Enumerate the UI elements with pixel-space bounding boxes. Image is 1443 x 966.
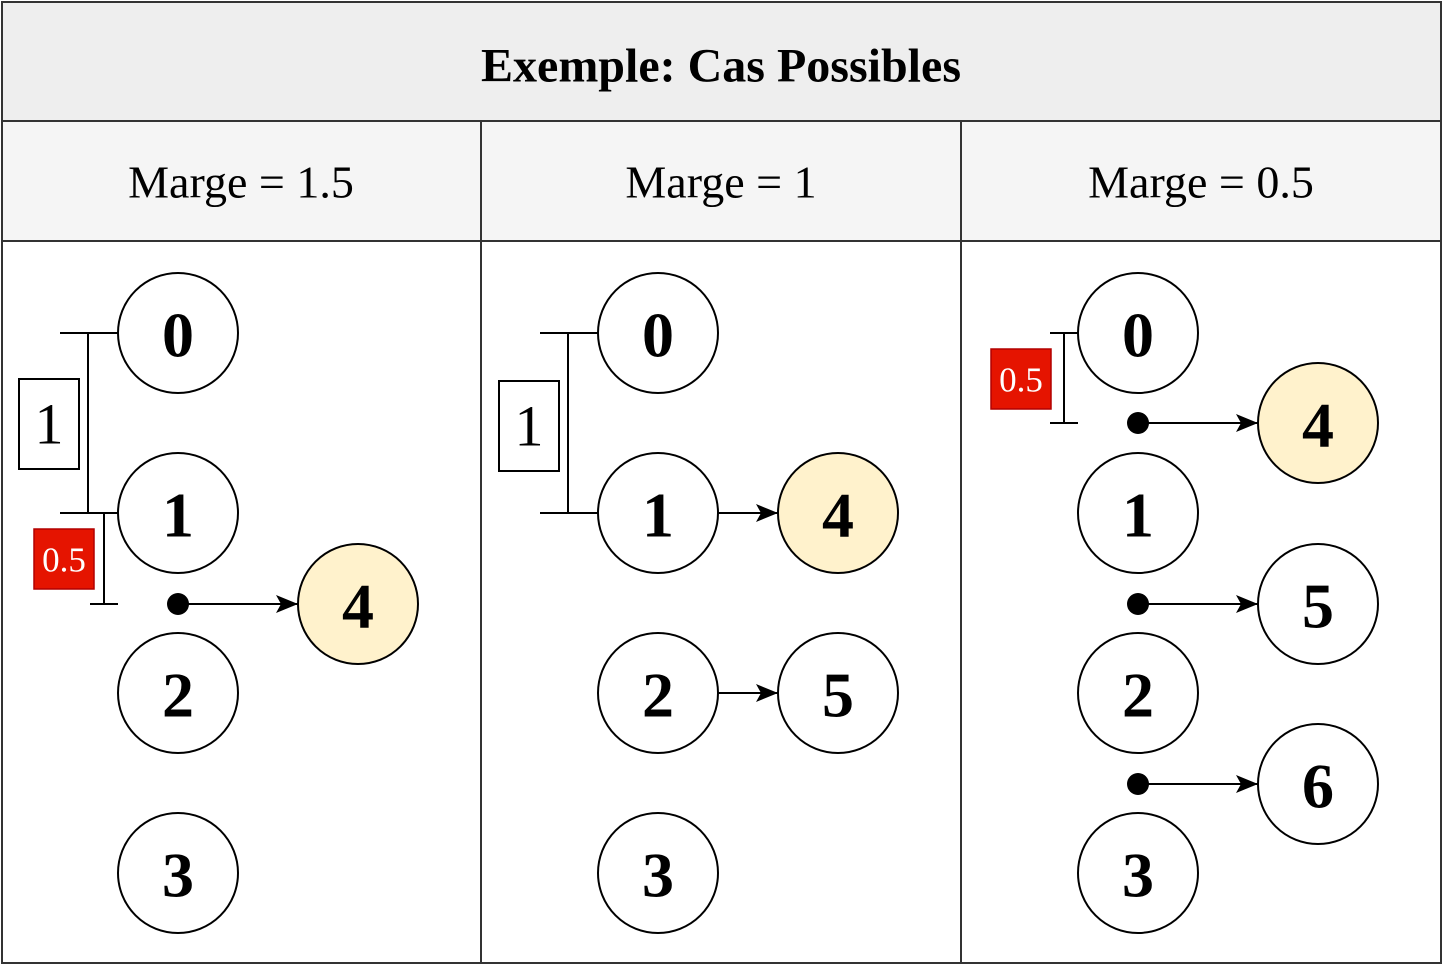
header-cell-col-1 [2,121,481,241]
node-circle [117,812,239,934]
node-label: 6 [1302,751,1334,822]
node-circle [117,272,239,394]
node-circle [117,632,239,754]
new-node-5: 5 [1257,543,1379,665]
highlighted-node-circle [777,452,899,574]
new-node-4: 4 [777,452,899,574]
column-label-1: Marge = 1.5 [128,157,354,208]
node-label: 4 [822,480,854,551]
diagram-title: Exemple: Cas Possibles [481,40,961,93]
column-2: 1 0 1 2 3 4 5 [498,272,899,934]
node-label: 1 [162,480,194,551]
new-node-4: 4 [297,543,419,665]
node-label: 4 [342,571,374,642]
interval-label-box [18,378,80,470]
new-node-5: 5 [777,632,899,754]
highlighted-node-circle [297,543,419,665]
node-label: 5 [822,660,854,731]
column-3: 0.5 0 1 2 3 4 5 [990,272,1379,934]
node-label: 2 [642,660,674,731]
node-label: 1 [642,480,674,551]
interval-bracket: 1 [18,332,118,514]
column-label-2: Marge = 1 [625,157,816,208]
node-label: 3 [642,840,674,911]
node-circle [1257,543,1379,665]
margin-label-box [33,528,95,590]
new-node-6: 6 [1257,723,1379,845]
node-label: 3 [162,840,194,911]
header-cell-col-2 [481,121,961,241]
node-0: 0 [117,272,239,394]
node-2: 2 [1077,632,1199,754]
title-band [2,2,1441,121]
node-label: 0 [1122,300,1154,371]
node-label: 4 [1302,390,1334,461]
node-0: 0 [1077,272,1199,394]
column-1: 1 0.5 0 1 2 3 4 [18,272,419,934]
interval-bracket: 1 [498,332,598,514]
interval-label-box [498,380,560,472]
node-3: 3 [597,812,719,934]
node-circle [1077,812,1199,934]
node-label: 1 [1122,480,1154,551]
column-label-3: Marge = 0.5 [1088,157,1314,208]
node-circle [1077,632,1199,754]
interval-label: 1 [515,394,544,459]
node-label: 0 [162,300,194,371]
header-cell-col-3 [961,121,1441,241]
interval-label: 1 [35,392,64,457]
node-1: 1 [597,452,719,574]
node-0: 0 [597,272,719,394]
node-circle [777,632,899,754]
node-circle [597,272,719,394]
margin-bracket: 0.5 [33,513,118,605]
node-circle [1257,723,1379,845]
node-label: 3 [1122,840,1154,911]
margin-label-box [990,348,1052,410]
margin-label: 0.5 [42,541,86,580]
margin-label: 0.5 [999,361,1043,400]
node-label: 5 [1302,571,1334,642]
node-3: 3 [117,812,239,934]
new-node-4: 4 [1257,362,1379,484]
node-circle [1077,272,1199,394]
highlighted-node-circle [1257,362,1379,484]
node-circle [1077,452,1199,574]
node-label: 0 [642,300,674,371]
node-label: 2 [1122,660,1154,731]
node-1: 1 [117,452,239,574]
node-circle [597,812,719,934]
node-1: 1 [1077,452,1199,574]
node-2: 2 [597,632,719,754]
margin-bracket: 0.5 [990,332,1078,424]
node-circle [117,452,239,574]
node-label: 2 [162,660,194,731]
node-2: 2 [117,632,239,754]
node-3: 3 [1077,812,1199,934]
